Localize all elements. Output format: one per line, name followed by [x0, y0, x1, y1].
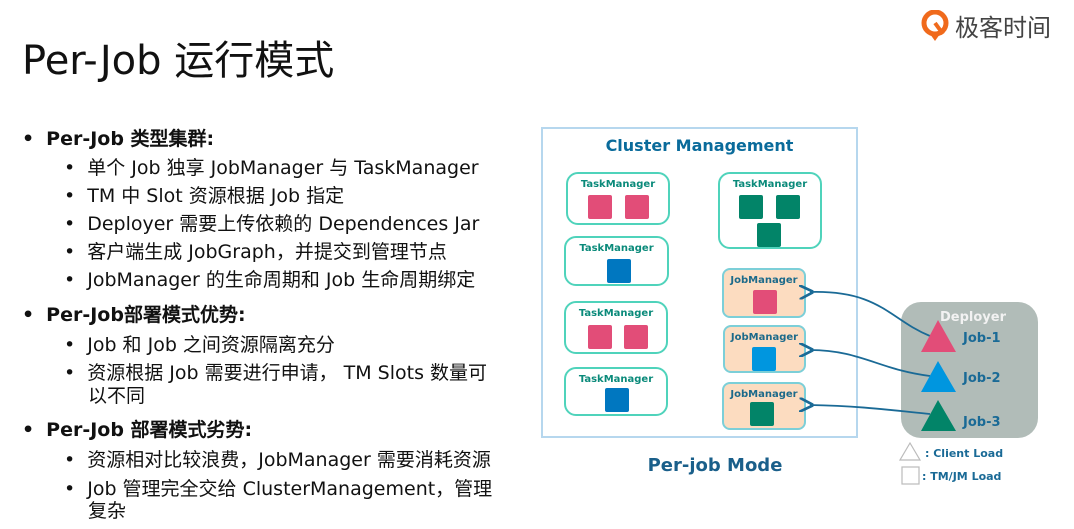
list-item: 资源根据 Job 需要进行申请， TM Slots 数量可: [64, 358, 487, 385]
geektime-logo-icon: [921, 9, 949, 41]
list-item: JobManager 的生命周期和 Job 生命周期绑定: [64, 265, 475, 292]
section-heading: Per-Job部署模式优势:: [22, 300, 245, 327]
client-load-triangle-icon: [898, 441, 922, 461]
job2-triangle-icon: [921, 361, 956, 392]
taskmanager-box: TaskManager: [564, 301, 668, 354]
job-label: Job-3: [963, 415, 1001, 430]
jobmanager-label: JobManager: [730, 389, 798, 400]
slot: [776, 195, 800, 219]
slot: [739, 195, 763, 219]
slot: [625, 195, 649, 219]
slot: [752, 347, 776, 371]
legend-client-load: : Client Load: [925, 447, 1004, 460]
section-heading: Per-Job 部署模式劣势:: [22, 415, 252, 442]
list-item: TM 中 Slot 资源根据 Job 指定: [64, 181, 344, 208]
list-item: Deployer 需要上传依赖的 Dependences Jar: [64, 209, 479, 236]
list-item: 客户端生成 JobGraph，并提交到管理节点: [64, 237, 447, 264]
slot: [757, 223, 781, 247]
slot: [588, 325, 612, 349]
arrow-job3: [810, 405, 931, 415]
taskmanager-label: TaskManager: [578, 374, 654, 385]
job3-triangle-icon: [921, 400, 956, 431]
tmjm-load-square-icon: [901, 466, 920, 485]
taskmanager-label: TaskManager: [732, 179, 808, 190]
job-label: Job-2: [963, 371, 1001, 386]
list-item: 单个 Job 独享 JobManager 与 TaskManager: [64, 153, 478, 180]
deployer-label: Deployer: [940, 310, 1007, 325]
list-item: Job 和 Job 之间资源隔离充分: [64, 330, 335, 357]
slot: [605, 388, 629, 412]
taskmanager-box: TaskManager: [566, 172, 670, 225]
arrow-job2: [810, 350, 931, 377]
logo: 极客时间: [921, 8, 1051, 43]
jobmanager-box: JobManager: [722, 268, 806, 318]
list-item: Job 管理完全交给 ClusterManagement，管理: [64, 474, 492, 501]
taskmanager-label: TaskManager: [580, 179, 656, 190]
slot: [588, 195, 612, 219]
legend-tmjm-load: : TM/JM Load: [922, 470, 1002, 483]
job-label: Job-1: [963, 331, 1001, 346]
taskmanager-box: TaskManager: [718, 172, 822, 249]
jobmanager-box: JobManager: [723, 325, 806, 373]
jobmanager-box: JobManager: [722, 382, 806, 430]
section-heading: Per-Job 类型集群:: [22, 124, 214, 151]
taskmanager-label: TaskManager: [578, 308, 654, 319]
slot: [624, 325, 648, 349]
cluster-management-box: [541, 127, 858, 438]
slot: [750, 402, 774, 426]
job1-triangle-icon: [921, 320, 956, 352]
jobmanager-label: JobManager: [730, 275, 798, 286]
list-item: 资源相对比较浪费，JobManager 需要消耗资源: [64, 445, 491, 472]
cluster-title: Cluster Management: [605, 136, 794, 155]
taskmanager-box: TaskManager: [564, 367, 668, 416]
taskmanager-box: TaskManager: [564, 236, 669, 286]
jobmanager-label: JobManager: [730, 332, 799, 343]
slot: [753, 290, 777, 314]
list-item-continuation: 复杂: [88, 500, 127, 522]
slot: [607, 259, 631, 283]
deployer-box: [901, 302, 1038, 438]
list-item-continuation: 以不同: [88, 385, 146, 407]
arrow-job1: [810, 292, 931, 337]
diagram-caption: Per-job Mode: [647, 455, 783, 476]
taskmanager-label: TaskManager: [579, 243, 654, 254]
page-title: Per-Job 运行模式: [22, 38, 335, 84]
logo-text: 极客时间: [955, 14, 1051, 42]
